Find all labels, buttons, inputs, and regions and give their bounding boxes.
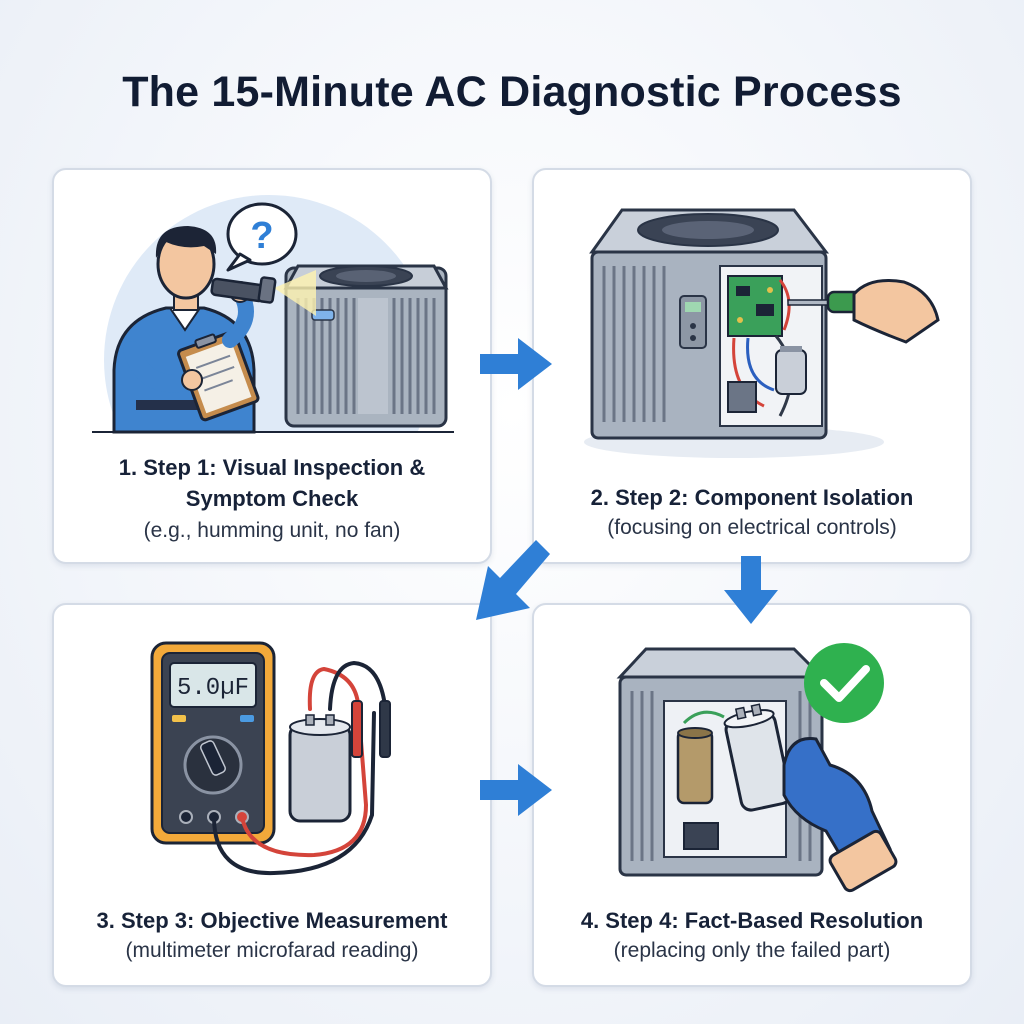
capacitor	[723, 703, 792, 812]
step-2-card: 2. Step 2: Component Isolation (focusing…	[532, 168, 972, 564]
page-title: The 15-Minute AC Diagnostic Process	[122, 68, 902, 116]
arrow-right-step-1-to-2	[480, 338, 552, 390]
question-bubble-icon: ?	[226, 202, 298, 272]
meter-reading: 5.0µF	[177, 675, 249, 702]
hand	[852, 279, 940, 344]
circuit-board	[727, 275, 783, 337]
step-3-card: 5.0µF 3. Step 3: Objective Measurement (…	[52, 603, 492, 987]
arrow-down-step-2-to-4	[724, 556, 778, 624]
step-1-title-line-2: Symptom Check	[185, 486, 359, 511]
step-4-subtitle: (replacing only the failed part)	[613, 939, 891, 962]
arrow-diagonal-step-2-to-3	[476, 540, 550, 620]
step-1-title-line-1: 1. Step 1: Visual Inspection &	[118, 455, 426, 480]
step-1-illustration: ?	[54, 195, 490, 440]
clipboard-icon	[177, 330, 260, 422]
step-3-illustration: 5.0µF	[150, 641, 391, 876]
glove-hand	[782, 737, 898, 893]
ac-unit	[283, 264, 449, 428]
ac-unit	[589, 208, 830, 440]
step-1-card: ? 1. Step 1: Visual Inspection & Symptom…	[52, 168, 492, 564]
checkmark-icon	[804, 643, 884, 723]
failed-capacitor	[676, 727, 714, 805]
step-4-illustration	[616, 643, 898, 893]
step-2-title: 2. Step 2: Component Isolation	[590, 485, 914, 510]
step-4-card: 4. Step 4: Fact-Based Resolution (replac…	[532, 603, 972, 987]
step-1-subtitle: (e.g., humming unit, no fan)	[143, 519, 401, 542]
question-mark: ?	[250, 215, 273, 257]
multimeter: 5.0µF	[150, 641, 276, 845]
step-3-title: 3. Step 3: Objective Measurement	[96, 908, 448, 933]
capacitor	[775, 346, 807, 395]
step-2-subtitle: (focusing on electrical controls)	[607, 516, 897, 539]
step-3-subtitle: (multimeter microfarad reading)	[125, 939, 419, 962]
step-2-illustration	[584, 208, 940, 458]
capacitor	[288, 714, 352, 823]
flashlight-icon	[210, 276, 277, 304]
arrow-right-step-3-to-4	[480, 764, 552, 816]
step-4-title: 4. Step 4: Fact-Based Resolution	[580, 908, 924, 933]
